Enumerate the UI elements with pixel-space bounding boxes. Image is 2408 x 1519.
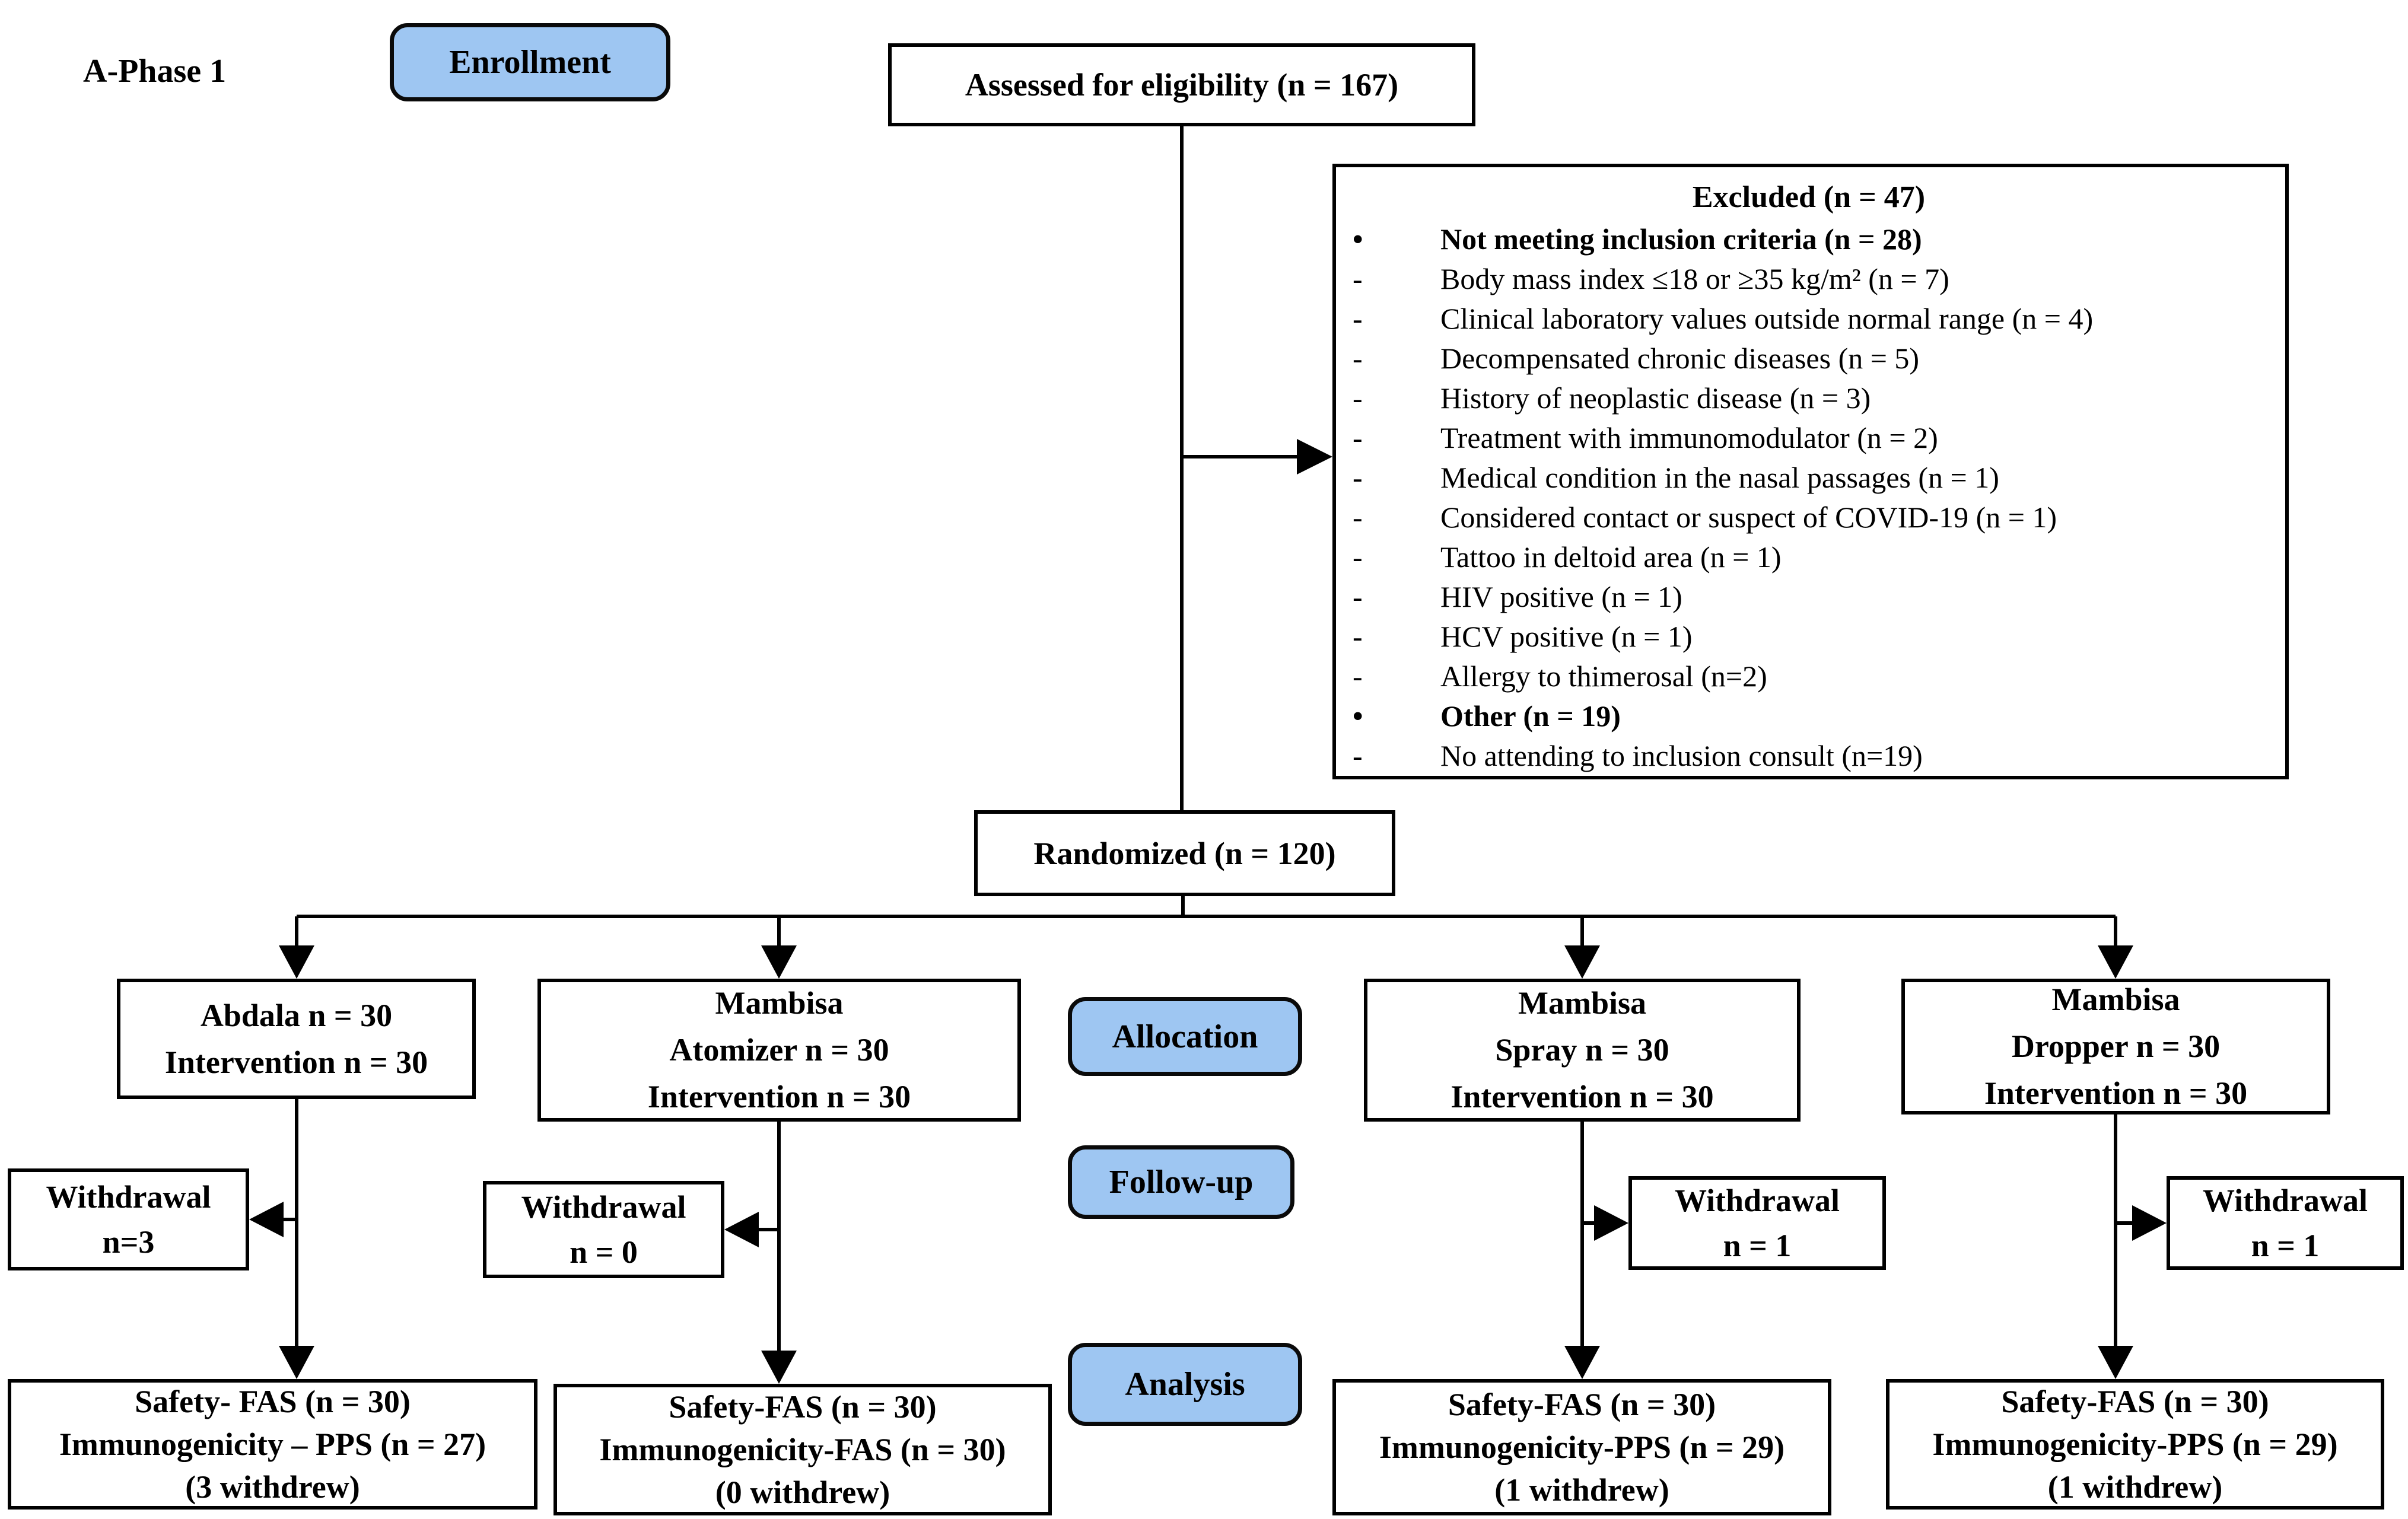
arrowhead-withdrawal-3 bbox=[1594, 1205, 1628, 1241]
arm-box-mambisa-atomizer: Mambisa Atomizer n = 30 Intervention n =… bbox=[537, 979, 1021, 1122]
arm-box-mambisa-spray: Mambisa Spray n = 30 Intervention n = 30 bbox=[1364, 979, 1801, 1122]
excluded-item: - Decompensated chronic diseases (n = 5) bbox=[1347, 339, 2271, 378]
excluded-item: - HCV positive (n = 1) bbox=[1347, 617, 2271, 657]
assessed-eligibility-text: Assessed for eligibility (n = 167) bbox=[965, 67, 1399, 103]
dash-marker: - bbox=[1353, 421, 1363, 454]
stage-pill-followup: Follow-up bbox=[1068, 1145, 1294, 1219]
arrowhead-withdrawal-2 bbox=[724, 1212, 759, 1247]
excluded-item: - No attending to inclusion consult (n=1… bbox=[1347, 736, 2271, 776]
excluded-item: • Other (n = 19) bbox=[1347, 696, 2271, 736]
dash-marker: - bbox=[1353, 620, 1363, 653]
excluded-item: - History of neoplastic disease (n = 3) bbox=[1347, 378, 2271, 418]
analysis-box-mambisa-spray: Safety-FAS (n = 30) Immunogenicity-PPS (… bbox=[1332, 1379, 1831, 1515]
excluded-item: - Considered contact or suspect of COVID… bbox=[1347, 498, 2271, 537]
excluded-title: Excluded (n = 47) bbox=[1692, 180, 1926, 214]
arrowhead-excluded bbox=[1297, 439, 1332, 475]
arrowhead-arm4 bbox=[2098, 945, 2133, 979]
arrowhead-withdrawal-1 bbox=[249, 1202, 284, 1237]
stage-pill-analysis: Analysis bbox=[1068, 1343, 1302, 1426]
arm-box-mambisa-dropper: Mambisa Dropper n = 30 Intervention n = … bbox=[1901, 979, 2330, 1114]
excluded-item: • Not meeting inclusion criteria (n = 28… bbox=[1347, 219, 2271, 259]
dash-marker: - bbox=[1353, 302, 1363, 335]
excluded-box: Excluded (n = 47) • Not meeting inclusio… bbox=[1332, 164, 2289, 779]
analysis-box-mambisa-dropper: Safety-FAS (n = 30) Immunogenicity-PPS (… bbox=[1886, 1379, 2384, 1510]
assessed-eligibility-box: Assessed for eligibility (n = 167) bbox=[888, 43, 1475, 126]
stage-pill-enrollment: Enrollment bbox=[390, 23, 670, 101]
arrowhead-arm2 bbox=[761, 945, 797, 979]
dash-marker: - bbox=[1353, 739, 1363, 772]
randomized-text: Randomized (n = 120) bbox=[1033, 835, 1336, 871]
excluded-item: - HIV positive (n = 1) bbox=[1347, 577, 2271, 617]
withdrawal-box-3: Withdrawal n = 1 bbox=[1628, 1176, 1886, 1270]
arrowhead-analysis3 bbox=[1564, 1346, 1600, 1379]
analysis-box-abdala: Safety- FAS (n = 30) Immunogenicity – PP… bbox=[8, 1379, 537, 1510]
analysis-box-mambisa-atomizer: Safety-FAS (n = 30) Immunogenicity-FAS (… bbox=[554, 1384, 1052, 1515]
stage-pill-allocation: Allocation bbox=[1068, 997, 1302, 1076]
phase-label: A-Phase 1 bbox=[83, 53, 227, 90]
withdrawal-box-1: Withdrawal n=3 bbox=[8, 1168, 249, 1270]
dash-marker: - bbox=[1353, 342, 1363, 375]
dash-marker: - bbox=[1353, 540, 1363, 574]
excluded-item: - Clinical laboratory values outside nor… bbox=[1347, 299, 2271, 339]
arrowhead-withdrawal-4 bbox=[2132, 1205, 2167, 1241]
dash-marker: - bbox=[1353, 660, 1363, 693]
withdrawal-box-2: Withdrawal n = 0 bbox=[483, 1181, 724, 1278]
arrowhead-analysis4 bbox=[2098, 1346, 2133, 1379]
excluded-item: - Medical condition in the nasal passage… bbox=[1347, 458, 2271, 498]
arrowhead-analysis1 bbox=[279, 1346, 314, 1379]
excluded-item: - Allergy to thimerosal (n=2) bbox=[1347, 657, 2271, 696]
excluded-item: - Treatment with immunomodulator (n = 2) bbox=[1347, 418, 2271, 458]
dash-marker: - bbox=[1353, 501, 1363, 534]
bullet-marker: • bbox=[1353, 222, 1363, 256]
arrowhead-analysis2 bbox=[761, 1351, 797, 1384]
dash-marker: - bbox=[1353, 381, 1363, 415]
dash-marker: - bbox=[1353, 461, 1363, 494]
excluded-item: - Tattoo in deltoid area (n = 1) bbox=[1347, 537, 2271, 577]
randomized-box: Randomized (n = 120) bbox=[974, 810, 1395, 896]
withdrawal-box-4: Withdrawal n = 1 bbox=[2167, 1176, 2404, 1270]
arm-box-abdala: Abdala n = 30 Intervention n = 30 bbox=[117, 979, 476, 1099]
dash-marker: - bbox=[1353, 262, 1363, 295]
arrowhead-arm3 bbox=[1564, 945, 1600, 979]
excluded-item: - Body mass index ≤18 or ≥35 kg/m² (n = … bbox=[1347, 259, 2271, 299]
dash-marker: - bbox=[1353, 580, 1363, 613]
arrowhead-arm1 bbox=[279, 945, 314, 979]
bullet-marker: • bbox=[1353, 699, 1363, 733]
